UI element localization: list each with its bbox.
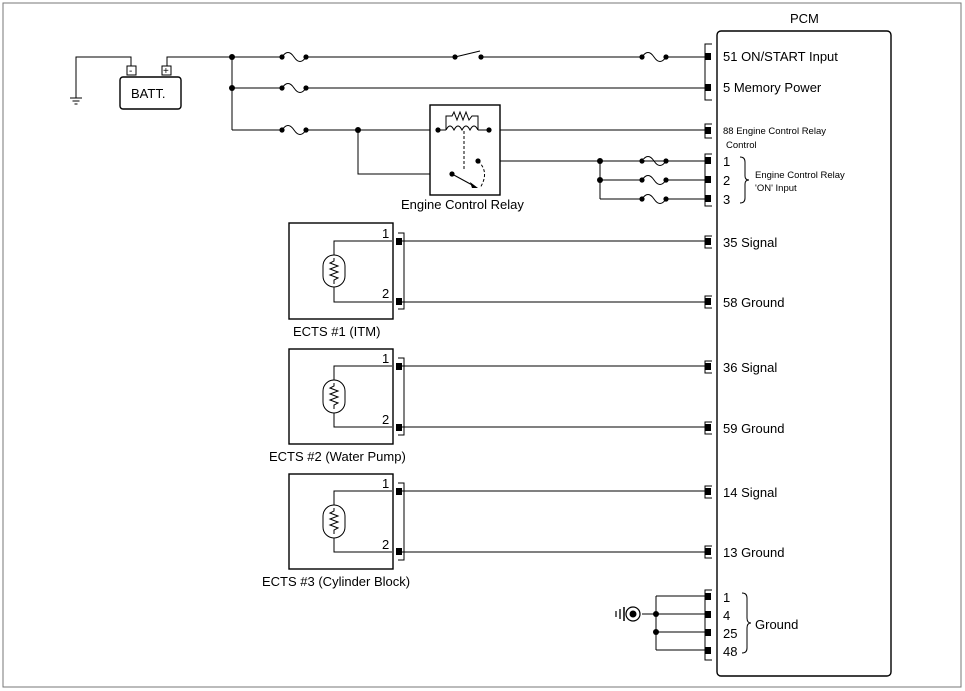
battery: - + BATT.: [70, 56, 232, 110]
pin-51-label: 51 ON/START Input: [723, 49, 838, 64]
pin-35-label: 35 Signal: [723, 235, 777, 250]
ects-2-pin2: 2: [382, 412, 389, 427]
engine-control-relay: Engine Control Relay: [401, 104, 524, 212]
ects-2-pin1: 1: [382, 351, 389, 366]
on-input-label-2: 'ON' Input: [755, 183, 797, 194]
thermistor-icon: [322, 379, 346, 414]
ects-2-label: ECTS #2 (Water Pump): [269, 449, 406, 464]
pin-5-label: 5 Memory Power: [723, 80, 822, 95]
pin-g48-label: 48: [723, 644, 737, 659]
pcm-module: PCM 51 ON/START Input 5 Memory Power 88 …: [704, 11, 892, 677]
battery-neg-label: -: [129, 66, 132, 77]
ects-3-pin2: 2: [382, 537, 389, 552]
pin-58-label: 58 Ground: [723, 295, 784, 310]
pin-g25-label: 25: [723, 626, 737, 641]
ects-1-label: ECTS #1 (ITM): [293, 324, 380, 339]
pin-13-label: 13 Ground: [723, 545, 784, 560]
pin-88-label: 88 Engine Control Relay: [723, 126, 826, 137]
pin-59-label: 59 Ground: [723, 421, 784, 436]
relay-label: Engine Control Relay: [401, 197, 524, 212]
ects-1-pin2: 2: [382, 286, 389, 301]
chassis-ground-icon: [70, 97, 82, 105]
pin-88-label-cont: Control: [726, 140, 757, 151]
brace-on-input: [739, 156, 750, 204]
battery-pos-label: +: [163, 66, 169, 77]
ects-3: 1 2 ECTS #3 (Cylinder Block): [262, 473, 705, 589]
pin-on-2-label: 2: [723, 173, 730, 188]
pin-g4-label: 4: [723, 608, 730, 623]
pin-36-label: 36 Signal: [723, 360, 777, 375]
ects-3-label: ECTS #3 (Cylinder Block): [262, 574, 410, 589]
ects-2: 1 2 ECTS #2 (Water Pump): [269, 348, 705, 464]
brace-ground: [741, 592, 752, 654]
thermistor-icon: [322, 504, 346, 539]
pcm-title: PCM: [790, 11, 819, 26]
ects-1: 1 2 ECTS #1 (ITM): [288, 222, 705, 339]
pin-14-label: 14 Signal: [723, 485, 777, 500]
ground-label: Ground: [755, 617, 798, 632]
ignition-switch-icon: [454, 50, 481, 58]
power-wiring: [229, 50, 705, 204]
ects-3-pin1: 1: [382, 476, 389, 491]
ground-cluster: [615, 595, 705, 651]
pin-on-1-label: 1: [723, 154, 730, 169]
pin-on-3-label: 3: [723, 192, 730, 207]
ground-terminal-icon: [615, 606, 641, 622]
on-input-label-1: Engine Control Relay: [755, 170, 845, 181]
ects-1-pin1: 1: [382, 226, 389, 241]
pin-g1-label: 1: [723, 590, 730, 605]
battery-label: BATT.: [131, 86, 165, 101]
